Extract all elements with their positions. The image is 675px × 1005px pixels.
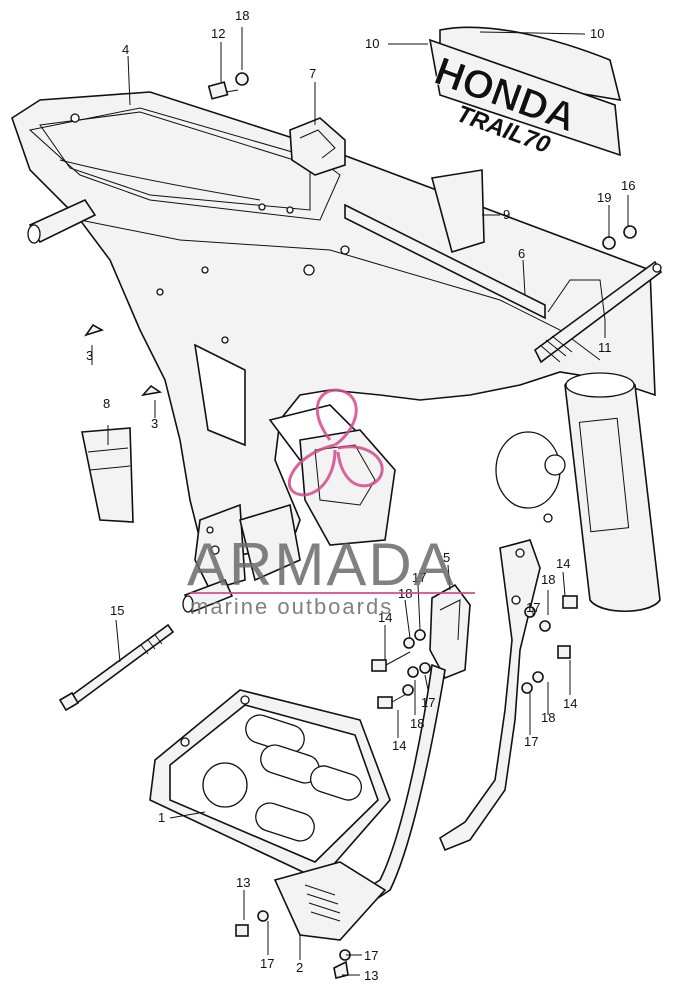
callout-17-c: 17 [526, 600, 540, 615]
callout-17-b: 17 [421, 695, 435, 710]
step-plate-round-hole [202, 762, 248, 808]
callout-5: 5 [443, 550, 450, 565]
callout-13-lower: 13 [364, 968, 378, 983]
fasteners [235, 595, 578, 979]
watermark-tagline: marine outboards [190, 594, 393, 619]
emblem-10: HONDA TRAIL70 [429, 26, 622, 159]
callout-15: 15 [110, 603, 124, 618]
callout-8: 8 [103, 396, 110, 411]
callout-18-c: 18 [541, 572, 555, 587]
watermark-name: ARMADA [187, 531, 456, 598]
callout-18-b: 18 [410, 716, 424, 731]
lead-lines [91, 27, 629, 976]
head-pipe-plate [578, 417, 630, 533]
callout-10-left: 10 [365, 36, 379, 51]
callout-6: 6 [518, 246, 525, 261]
washer-18-top [235, 72, 249, 86]
callout-19: 19 [597, 190, 611, 205]
callout-2: 2 [296, 960, 303, 975]
callout-3-upper: 3 [86, 348, 93, 363]
engine-hanger-right [239, 503, 301, 582]
bracket-7 [289, 117, 346, 176]
frame-side-opening [193, 343, 246, 447]
frame-lower-bracket [299, 429, 396, 546]
callout-17-e: 17 [260, 956, 274, 971]
screw-3-lower [140, 384, 163, 397]
callout-3-lower: 3 [151, 416, 158, 431]
main-frame [11, 91, 661, 614]
callout-numbers: 1 2 3 3 4 5 6 7 8 9 10 10 11 12 13 13 14… [86, 8, 635, 983]
callout-14-c: 14 [556, 556, 570, 571]
callout-7: 7 [309, 66, 316, 81]
callout-12: 12 [211, 26, 225, 41]
callout-17-f: 17 [364, 948, 378, 963]
footrest-bracket-5 [429, 583, 471, 680]
pivot-pin-lower-end [182, 595, 194, 613]
rail-6 [344, 203, 546, 320]
head-pipe-top [565, 372, 635, 398]
bolt-12 [207, 81, 239, 100]
callout-18-d: 18 [541, 710, 555, 725]
skid-plate-2 [273, 861, 387, 941]
plate-9 [430, 169, 485, 254]
screw-3-upper [83, 323, 105, 337]
callout-17-a: 17 [412, 570, 426, 585]
callout-1: 1 [158, 810, 165, 825]
through-bolt-11 [533, 260, 663, 364]
watermark: ARMADA marine outboards [187, 388, 475, 619]
callout-11: 11 [598, 340, 612, 355]
washer-19 [602, 236, 616, 250]
frame-small-hole [544, 454, 566, 476]
nut-16 [623, 225, 637, 239]
pivot-pin-left-end [27, 224, 41, 244]
callout-14-d: 14 [563, 696, 577, 711]
callout-14-a: 14 [378, 610, 392, 625]
callout-4: 4 [122, 42, 129, 57]
watermark-logo-icon [287, 388, 384, 497]
callout-13-upper: 13 [236, 875, 250, 890]
callout-18-top: 18 [235, 8, 249, 23]
callout-10-right: 10 [590, 26, 604, 41]
step-plate-1 [149, 689, 391, 881]
frame-bolt-15 [58, 623, 175, 712]
head-pipe [564, 375, 661, 613]
callout-17-d: 17 [524, 734, 538, 749]
callout-9: 9 [503, 207, 510, 222]
callout-14-b: 14 [392, 738, 406, 753]
callout-16: 16 [621, 178, 635, 193]
